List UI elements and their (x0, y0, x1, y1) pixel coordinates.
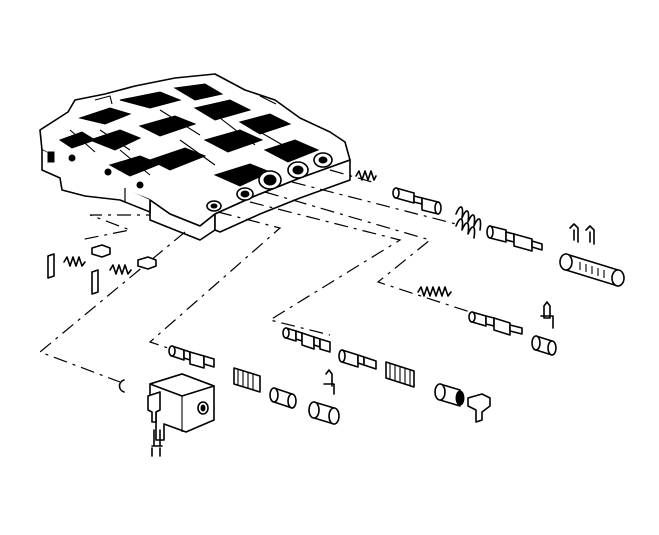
solenoid-connector (147, 391, 163, 457)
o-ring-seal (118, 379, 125, 393)
plug-left-top (91, 244, 111, 258)
bore-plug-sleeve (559, 253, 625, 287)
valve-train-middle (417, 286, 557, 356)
retainer-clip-bottom (323, 369, 335, 395)
bore-plug-middle (531, 335, 557, 356)
valve-spool-top-2 (486, 225, 543, 252)
retainer-clip-lower (467, 393, 491, 423)
valve-spool-bottom (168, 345, 215, 369)
pin-left-lower (91, 269, 99, 295)
retainer-clip-top (569, 223, 595, 245)
coil-spring-lower (385, 361, 415, 388)
bore-plug-bottom-1 (269, 387, 297, 409)
valve-body (39, 73, 351, 241)
assembly-guide-lines (38, 169, 471, 383)
valve-spool-lower-2 (338, 349, 377, 370)
solenoid (118, 373, 215, 457)
bore-plug-lower (434, 383, 465, 407)
valve-train-bottom (168, 345, 340, 425)
bore-plug-bottom-2 (308, 401, 340, 425)
coil-spring-top (455, 206, 482, 239)
spring-and-pin-left (47, 244, 157, 295)
plug-left-lower (137, 256, 157, 270)
valve-spool-lower-1 (282, 327, 331, 353)
retainer-clip-middle (540, 301, 554, 329)
valve-spool-middle (468, 311, 523, 336)
valve-train-lower (282, 327, 491, 423)
coil-spring-bottom (233, 367, 261, 393)
pin-left (47, 253, 55, 279)
valve-train-top (355, 170, 625, 287)
valve-spool-top-1 (392, 187, 442, 215)
